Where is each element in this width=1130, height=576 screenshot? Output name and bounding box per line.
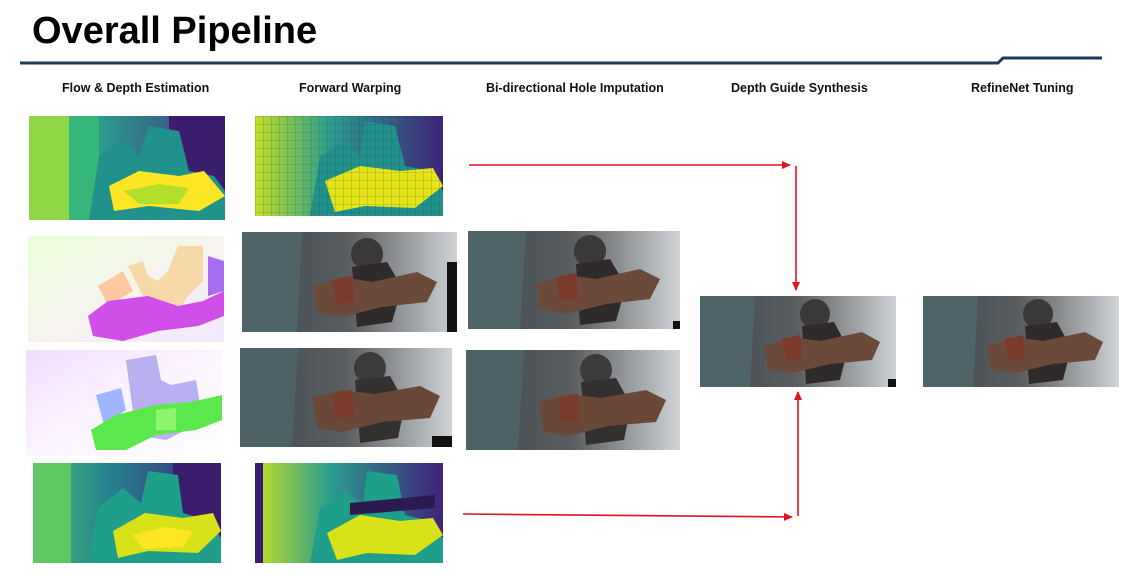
arrow-bottom-horizontal	[462, 512, 793, 521]
warped-frame-image-backward	[240, 348, 452, 447]
column-label-flow-depth: Flow & Depth Estimation	[62, 81, 210, 95]
title-underline	[20, 56, 1102, 65]
imputed-frame-image-forward	[468, 231, 680, 329]
column-label-depth-guide: Depth Guide Synthesis	[731, 81, 868, 95]
warped-depth-image-top	[255, 116, 443, 216]
depth-map-image-top	[29, 116, 225, 220]
warped-depth-image-bottom	[255, 463, 443, 563]
column-label-refinenet: RefineNet Tuning	[971, 81, 1074, 95]
synthesized-frame-image	[700, 296, 896, 387]
slide-title: Overall Pipeline	[32, 10, 318, 52]
column-label-forward-warping: Forward Warping	[299, 81, 402, 95]
warped-frame-image-forward	[242, 232, 457, 332]
depth-map-image-bottom	[33, 463, 221, 563]
imputed-frame-image-backward	[466, 350, 680, 450]
refined-frame-image	[923, 296, 1119, 387]
column-label-hole-imputation: Bi-directional Hole Imputation	[486, 81, 664, 95]
optical-flow-image-forward	[28, 236, 224, 342]
optical-flow-image-backward	[26, 350, 222, 456]
